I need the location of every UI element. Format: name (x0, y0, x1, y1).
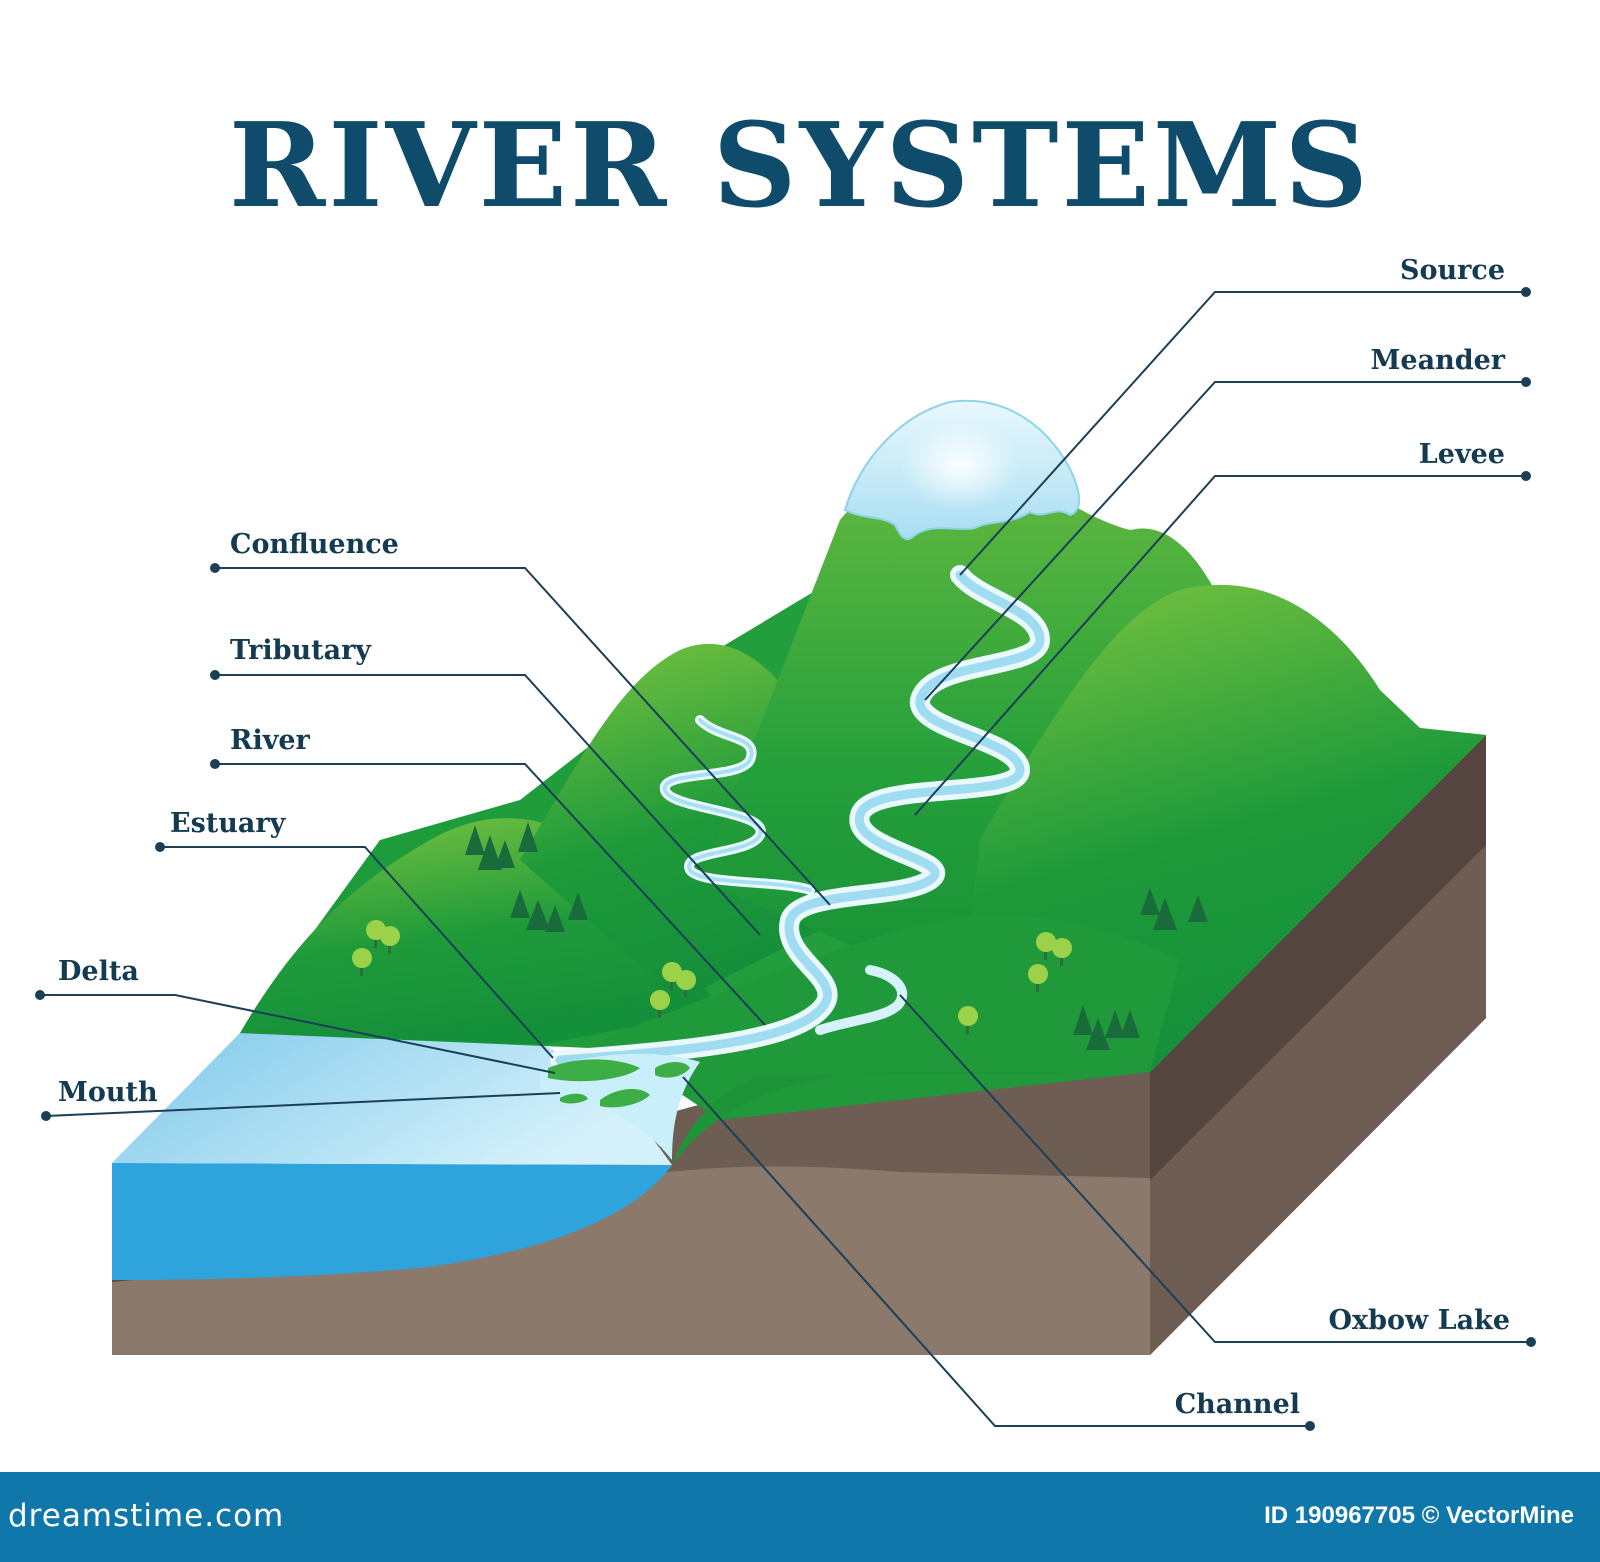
round-tree (958, 1006, 978, 1034)
tributary-stream-core (662, 718, 812, 892)
leader-channel (682, 1076, 1310, 1427)
leader-estuary (160, 846, 554, 1059)
round-tree (650, 990, 670, 1018)
leader-dot (210, 563, 220, 573)
round-tree (1036, 932, 1056, 960)
leader-dots (35, 287, 1536, 1431)
round-tree (676, 970, 696, 998)
round-tree (380, 926, 400, 954)
leader-dot (1305, 1421, 1315, 1431)
river-system-illustration (35, 287, 1536, 1431)
leader-dot (210, 670, 220, 680)
leader-lines (40, 291, 1531, 1427)
main-river-core (555, 570, 1045, 1065)
round-trees (352, 920, 1072, 1034)
pine-cluster-left (465, 822, 588, 932)
round-tree (1028, 964, 1048, 992)
label-estuary: Estuary (170, 808, 286, 839)
leader-tributary (215, 674, 761, 936)
sea-surface (112, 1033, 672, 1165)
soil-front-lower-layer (112, 1164, 1150, 1355)
snow-glow (900, 420, 1020, 510)
trees (352, 822, 1208, 1050)
label-confluence: Confluence (230, 529, 399, 560)
label-channel: Channel (1174, 1389, 1300, 1420)
oxbow-lake (815, 965, 908, 1035)
label-mouth: Mouth (58, 1077, 158, 1108)
sea (112, 1033, 672, 1280)
label-meander: Meander (1370, 345, 1505, 376)
delta-island (600, 1088, 650, 1108)
diagram-title: RIVER SYSTEMS (228, 98, 1372, 234)
footer-image-id: ID 190967705 © VectorMine (1264, 1502, 1574, 1529)
label-river: River (230, 725, 310, 756)
footer-bar: dreamstime.com ID 190967705 © VectorMine (0, 1472, 1600, 1562)
leader-river (215, 763, 766, 1026)
leader-confluence (215, 567, 831, 906)
landscape (240, 399, 1486, 1165)
label-source: Source (1400, 255, 1505, 286)
leader-dot (1521, 287, 1531, 297)
label-delta: Delta (58, 956, 139, 987)
delta-island (560, 1093, 588, 1104)
leader-dot (155, 842, 165, 852)
leader-dot (41, 1111, 51, 1121)
label-tributary: Tributary (230, 635, 371, 666)
leader-delta (40, 994, 556, 1074)
label-oxbow-lake: Oxbow Lake (1328, 1305, 1510, 1336)
label-levee: Levee (1418, 439, 1505, 470)
leader-dot (35, 990, 45, 1000)
leader-dot (1521, 471, 1531, 481)
round-tree (352, 948, 372, 976)
soil-right-face-lower (1150, 845, 1486, 1355)
pine-cluster-right (1073, 888, 1208, 1050)
leader-dot (1526, 1337, 1536, 1347)
delta-island (655, 1062, 690, 1078)
leader-meander (924, 381, 1526, 701)
delta-island (548, 1059, 640, 1082)
leader-oxbow (899, 994, 1531, 1343)
leader-mouth (45, 1092, 561, 1117)
footer-brand: dreamstime.com (8, 1498, 285, 1534)
leader-dot (1521, 377, 1531, 387)
river-network (540, 565, 1050, 1160)
sea-front (112, 1163, 672, 1280)
round-tree (1052, 938, 1072, 966)
leader-dot (210, 759, 220, 769)
leader-levee (914, 475, 1526, 816)
leader-source (959, 291, 1526, 576)
